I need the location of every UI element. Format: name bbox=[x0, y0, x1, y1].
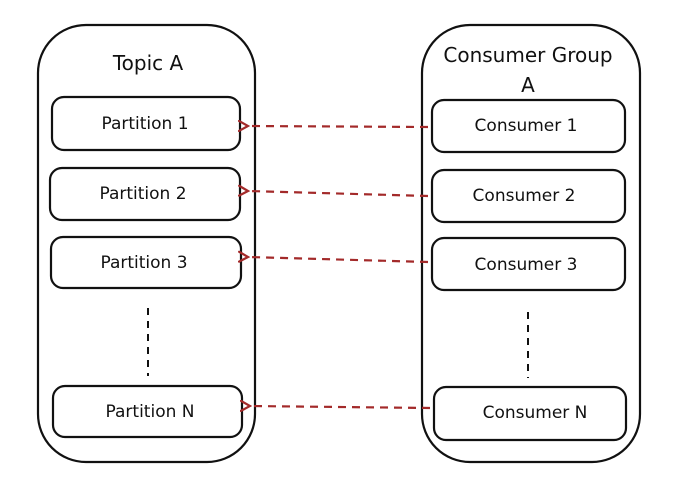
consume-arrow bbox=[248, 126, 429, 127]
partition-label: Partition 1 bbox=[101, 114, 189, 134]
consumer-group-title: Consumer Group bbox=[443, 43, 613, 67]
consumer-group-container bbox=[420, 23, 642, 464]
consumer-label: Consumer 1 bbox=[474, 116, 578, 136]
consumer-label: Consumer N bbox=[482, 403, 588, 423]
consumer-label: Consumer 3 bbox=[474, 255, 578, 275]
consumer-box bbox=[430, 98, 627, 154]
topic-title: Topic A bbox=[112, 51, 184, 75]
partition-label: Partition N bbox=[105, 402, 195, 422]
consume-arrow bbox=[248, 191, 429, 198]
consumer-group-title-line2: A bbox=[521, 73, 535, 97]
partition-label: Partition 2 bbox=[99, 184, 187, 204]
consumer-box bbox=[430, 236, 627, 292]
consume-arrow bbox=[250, 406, 431, 408]
consumer-box bbox=[430, 168, 627, 224]
partition-label: Partition 3 bbox=[100, 253, 188, 273]
topic-container bbox=[36, 23, 257, 464]
consumer-box bbox=[432, 385, 628, 442]
consumer-label: Consumer 2 bbox=[472, 186, 576, 206]
consume-arrow bbox=[248, 257, 429, 264]
